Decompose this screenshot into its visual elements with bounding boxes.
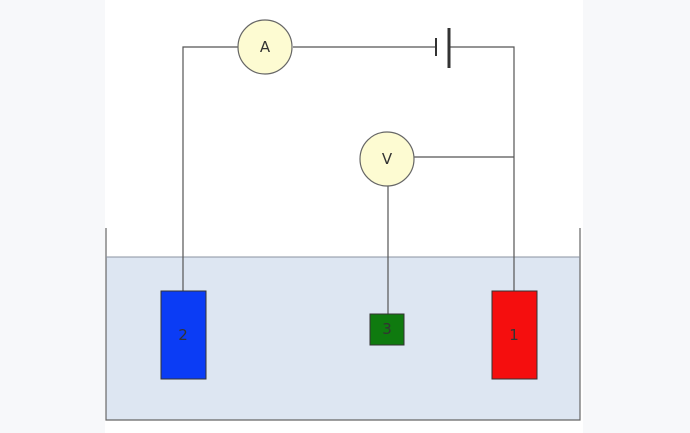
wire-working-to-ammeter — [182, 46, 238, 291]
left-margin-panel — [0, 0, 105, 433]
battery-icon — [435, 28, 451, 68]
voltmeter-label: V — [382, 150, 393, 168]
ammeter: A — [237, 19, 293, 75]
reference-electrode: 3 — [369, 313, 405, 346]
voltmeter: V — [359, 131, 415, 187]
working-electrode: 2 — [160, 290, 207, 380]
ammeter-label: A — [260, 38, 271, 56]
beaker — [105, 228, 581, 421]
counter-electrode-label: 1 — [509, 326, 519, 344]
working-electrode-label: 2 — [178, 326, 188, 344]
circuit-wires — [182, 46, 515, 314]
counter-electrode: 1 — [491, 290, 538, 380]
reference-electrode-label: 3 — [382, 320, 392, 338]
right-margin-panel — [583, 0, 690, 433]
wire-battery-to-counter — [449, 46, 515, 291]
